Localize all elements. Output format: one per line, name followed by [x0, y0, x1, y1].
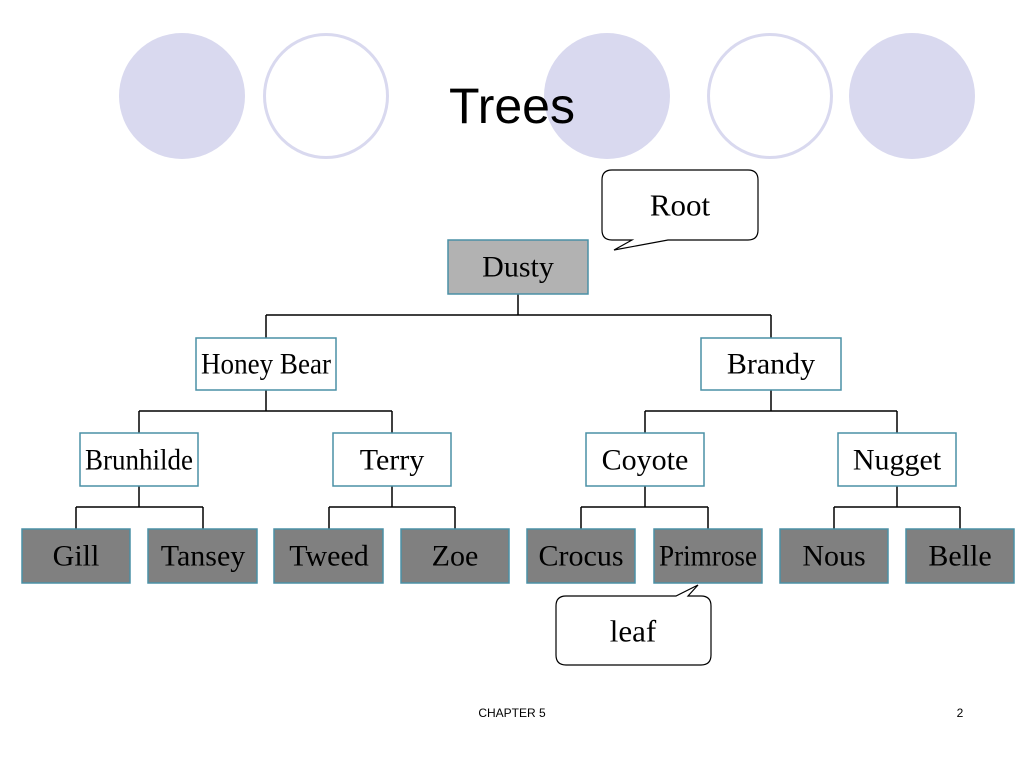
node-label: Primrose — [659, 540, 757, 573]
tree-node-level1: Honey Bear — [195, 337, 337, 391]
node-label: Coyote — [602, 444, 689, 477]
node-label: Belle — [928, 540, 991, 573]
node-label: Tweed — [289, 540, 369, 573]
footer-chapter: CHAPTER 5 — [478, 706, 546, 720]
leaf-callout: leaf — [555, 584, 712, 666]
tree-node-leaf: Gill — [21, 528, 131, 584]
decorative-ring-1 — [263, 33, 389, 159]
tree-node-leaf: Primrose — [653, 528, 763, 584]
decorative-circle-1 — [119, 33, 245, 159]
root-callout: Root — [601, 169, 759, 251]
node-label: Honey Bear — [201, 348, 331, 381]
tree-node-leaf: Crocus — [526, 528, 636, 584]
decorative-ring-2 — [707, 33, 833, 159]
decorative-circle-2 — [544, 33, 670, 159]
slide-title: Trees — [449, 78, 575, 134]
tree-node-leaf: Tansey — [147, 528, 258, 584]
decorative-circle-3 — [849, 33, 975, 159]
tree-node-leaf: Tweed — [273, 528, 384, 584]
tree-node-level2: Nugget — [837, 432, 957, 487]
node-label: Tansey — [161, 540, 246, 573]
node-label: Nous — [802, 540, 865, 573]
tree-node-level2: Coyote — [585, 432, 705, 487]
node-label: Brandy — [727, 348, 815, 381]
tree-node-level2: Brunhilde — [79, 432, 199, 487]
page-number: 2 — [956, 706, 964, 720]
root-callout-text: Root — [650, 188, 711, 223]
node-label: Brunhilde — [85, 444, 193, 477]
tree-node-leaf: Nous — [779, 528, 889, 584]
tree-node-root: Dusty — [447, 239, 589, 295]
tree-node-leaf: Zoe — [400, 528, 510, 584]
node-label: Crocus — [539, 540, 624, 573]
node-label: Nugget — [853, 444, 942, 477]
leaf-callout-text: leaf — [610, 614, 657, 649]
node-label: Terry — [360, 444, 425, 477]
node-label: Gill — [53, 540, 100, 573]
tree-node-leaf: Belle — [905, 528, 1015, 584]
node-label: Zoe — [432, 540, 479, 573]
tree-edges — [75, 294, 961, 529]
tree-node-level1: Brandy — [700, 337, 842, 391]
node-label: Dusty — [482, 251, 554, 284]
tree-node-level2: Terry — [332, 432, 452, 487]
